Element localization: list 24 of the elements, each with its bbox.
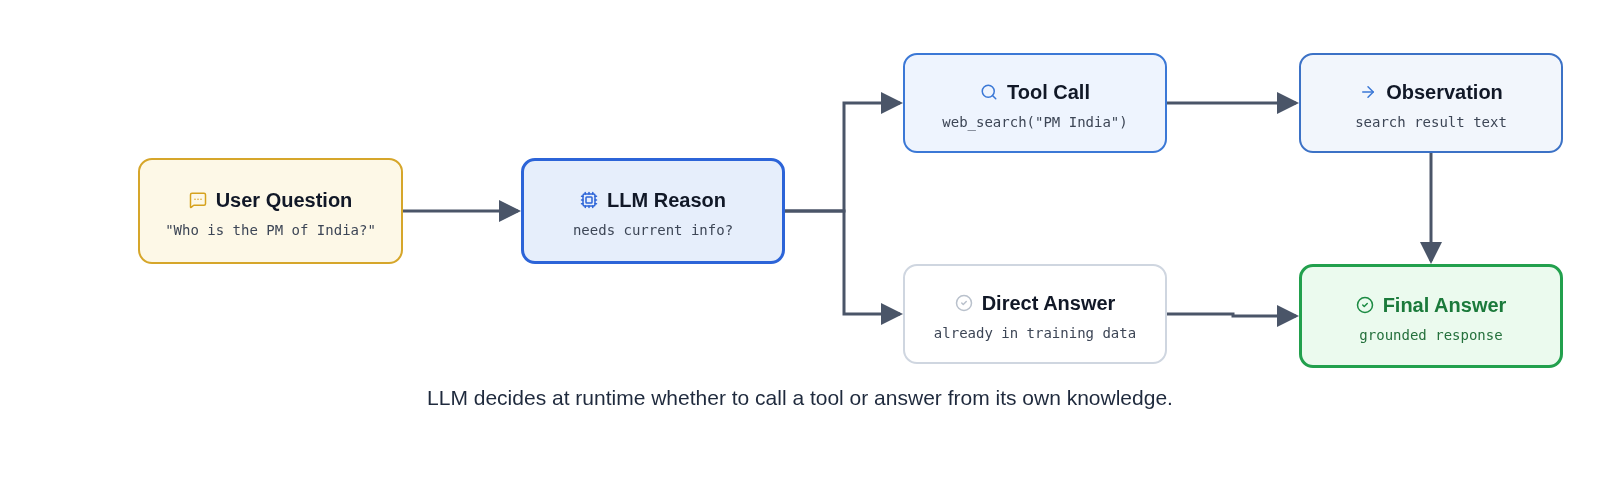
caption: LLM decides at runtime whether to call a tool or answer from its own knowledge. — [427, 385, 1173, 411]
node-subtitle: needs current info? — [572, 220, 734, 239]
node-title: Direct Answer — [981, 290, 1116, 315]
arrow — [785, 209, 903, 325]
arrow — [403, 200, 521, 222]
node-title: Final Answer — [1382, 292, 1507, 317]
node-subtitle: grounded response — [1359, 325, 1503, 344]
node-subtitle: web_search("PM India") — [942, 112, 1128, 131]
node-subtitle: "Who is the PM of India?" — [165, 220, 376, 239]
arrow — [1420, 153, 1442, 264]
node-title: User Question — [215, 187, 353, 212]
process-box — [903, 264, 1167, 364]
arrow — [1167, 92, 1299, 114]
node-title: Observation — [1386, 79, 1503, 104]
process-box — [1299, 53, 1563, 153]
process-box — [138, 158, 403, 264]
node-title: LLM Reason — [607, 187, 726, 212]
node-subtitle: search result text — [1355, 112, 1507, 131]
process-box — [903, 53, 1167, 153]
process-box — [1299, 264, 1563, 368]
node-title: Tool Call — [1007, 79, 1090, 104]
node-subtitle: already in training data — [933, 323, 1137, 342]
process-box — [521, 158, 785, 264]
arrow — [1167, 305, 1299, 327]
